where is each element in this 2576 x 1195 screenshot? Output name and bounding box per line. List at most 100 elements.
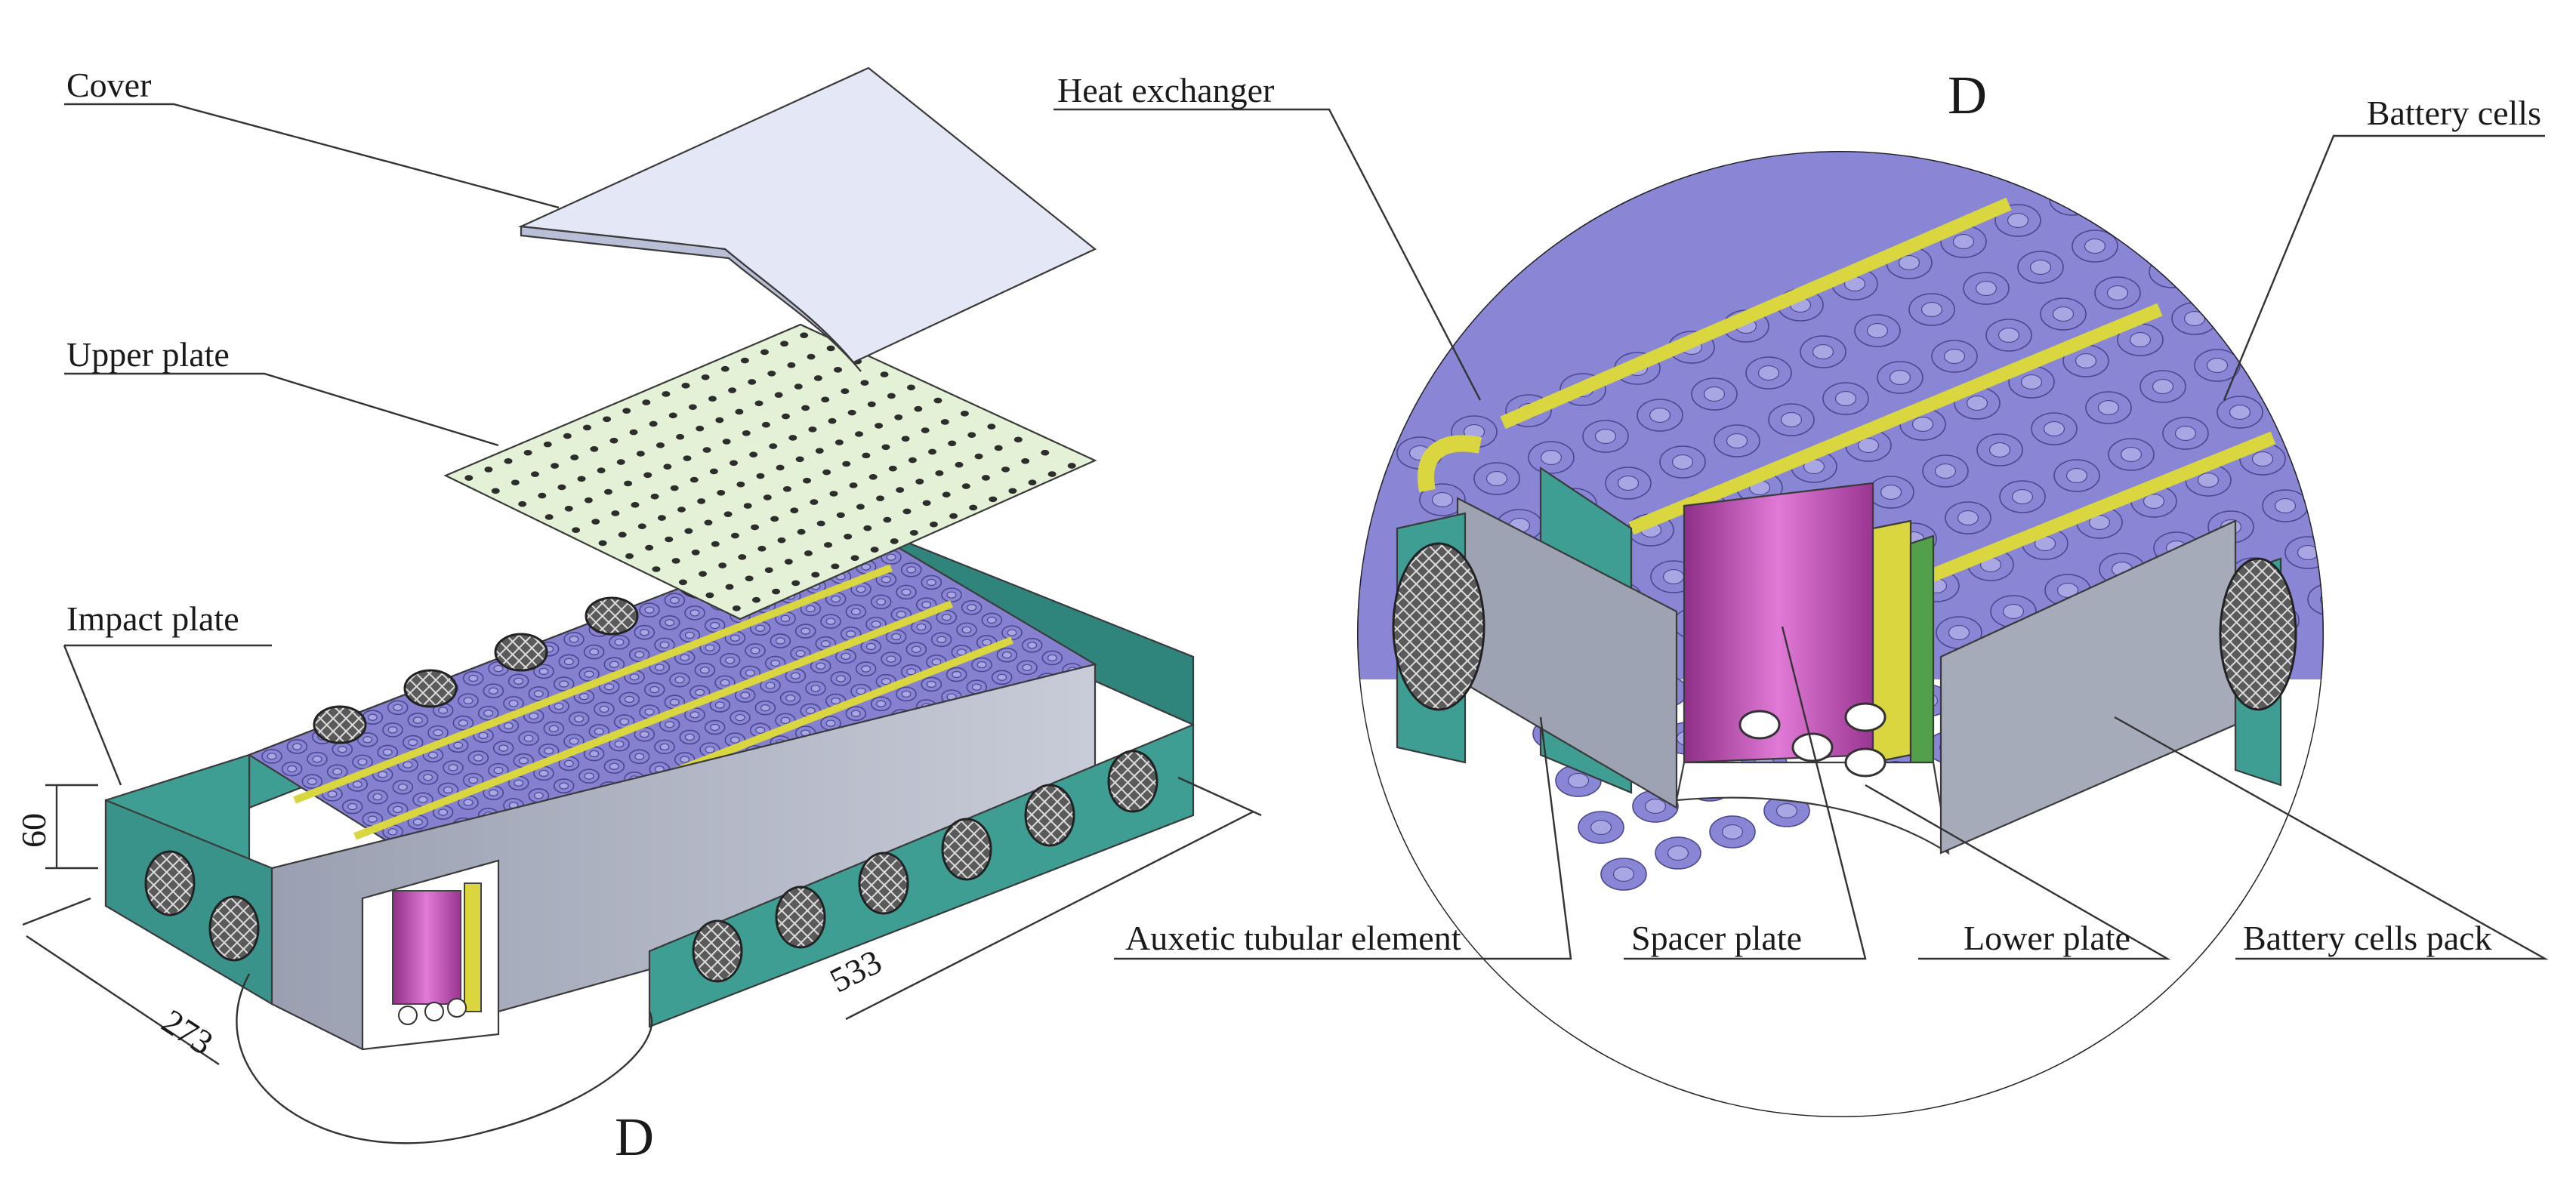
battery-cell-terminal xyxy=(710,723,720,731)
perforation-hole xyxy=(981,475,990,481)
battery-cell-terminal xyxy=(856,585,866,593)
detail-battery-cell-terminal xyxy=(1889,369,1911,386)
battery-cell-terminal xyxy=(594,728,604,735)
perforation-hole xyxy=(705,592,714,599)
detail-battery-cell-terminal xyxy=(2129,331,2152,348)
detail-battery-cell-terminal xyxy=(1898,254,1920,271)
battery-cell-terminal xyxy=(378,771,388,778)
battery-cell-terminal xyxy=(690,609,700,617)
perforation-hole xyxy=(745,575,754,582)
battery-cell-terminal xyxy=(589,648,600,656)
perforation-hole xyxy=(935,470,944,476)
battery-cell-terminal xyxy=(891,633,902,641)
detail-battery-cell xyxy=(2326,354,2371,386)
perforation-hole xyxy=(728,387,737,393)
detail-view xyxy=(1357,151,2439,1117)
perforation-hole xyxy=(776,464,785,471)
perforation-hole xyxy=(876,495,885,501)
battery-cell-terminal xyxy=(634,651,645,658)
battery-cell-terminal xyxy=(438,808,449,816)
battery-cell-terminal xyxy=(871,621,881,628)
perforation-hole xyxy=(868,473,878,480)
detail-battery-cell-terminal xyxy=(2247,174,2269,191)
perforation-hole xyxy=(804,550,813,556)
battery-cell-terminal xyxy=(1027,642,1038,649)
perforation-hole xyxy=(751,524,760,531)
battery-cell-terminal xyxy=(659,743,670,751)
battery-cell-terminal xyxy=(639,629,649,636)
perforation-hole xyxy=(681,383,690,389)
battery-cell-terminal xyxy=(337,746,347,753)
perforation-hole xyxy=(929,521,938,528)
perforation-hole xyxy=(856,504,865,510)
battery-cell-terminal xyxy=(569,738,579,745)
battery-cell-terminal xyxy=(307,778,317,785)
perforation-hole xyxy=(909,530,918,536)
dimension-width: 273 xyxy=(156,1002,221,1062)
detail-right-auxetic-tube xyxy=(2219,557,2297,711)
detail-battery-cell-terminal xyxy=(2174,425,2197,442)
detail-battery-cell-terminal xyxy=(2384,457,2405,471)
battery-cell-terminal xyxy=(971,683,982,691)
perforation-hole xyxy=(890,538,899,544)
perforation-hole xyxy=(618,531,627,538)
detail-battery-cell-terminal xyxy=(1431,491,1454,508)
perforation-hole xyxy=(702,447,711,453)
detail-battery-cell xyxy=(2394,494,2439,526)
perforation-hole xyxy=(784,559,793,565)
battery-cell-terminal xyxy=(941,614,952,621)
battery-cell-terminal xyxy=(956,648,967,656)
battery-cell-terminal xyxy=(861,563,872,571)
perforation-hole xyxy=(921,427,930,433)
perforation-hole xyxy=(1047,471,1057,477)
battery-cell-terminal xyxy=(332,768,343,775)
battery-cell-terminal xyxy=(393,704,403,711)
battery-cell-terminal xyxy=(292,743,302,750)
battery-cell-terminal xyxy=(936,636,947,643)
perforation-hole xyxy=(881,444,890,451)
battery-cell-terminal xyxy=(287,765,298,773)
detail-battery-cell-terminal xyxy=(2138,217,2161,233)
perforation-hole xyxy=(813,375,822,381)
detail-battery-cell-terminal xyxy=(1943,348,1966,365)
battery-cell-terminal xyxy=(352,781,362,788)
battery-cell-terminal xyxy=(730,736,740,744)
battery-cell-terminal xyxy=(780,716,791,725)
perforation-hole xyxy=(769,443,778,449)
battery-cell-terminal xyxy=(468,776,479,784)
perforation-hole xyxy=(663,464,672,470)
battery-cell-terminal xyxy=(750,647,760,654)
battery-cell-terminal xyxy=(393,805,403,813)
battery-cell-terminal xyxy=(695,688,705,696)
perforation-hole xyxy=(955,461,964,468)
battery-cell-terminal xyxy=(881,576,891,584)
battery-cell-terminal xyxy=(850,710,861,717)
battery-cell-terminal xyxy=(961,626,972,634)
perforation-hole xyxy=(690,476,699,483)
battery-cell-terminal xyxy=(921,601,932,608)
battery-cell-terminal xyxy=(916,623,927,631)
detail-battery-cell-terminal xyxy=(1721,824,1744,840)
battery-cell-terminal xyxy=(986,616,997,624)
perforation-hole xyxy=(790,507,799,514)
perforation-hole xyxy=(715,417,724,423)
battery-cell-terminal xyxy=(886,655,896,663)
battery-cell-terminal xyxy=(493,766,504,775)
battery-cell-terminal xyxy=(952,670,962,679)
battery-cell-terminal xyxy=(554,702,564,710)
battery-cell-terminal xyxy=(760,704,770,712)
detail-battery-cell-terminal xyxy=(2315,315,2324,331)
battery-cell-terminal xyxy=(825,719,836,727)
detail-battery-cell-terminal xyxy=(1667,845,1689,861)
detail-battery-cell-terminal xyxy=(2152,378,2174,395)
perforation-hole xyxy=(557,484,566,491)
battery-cell-terminal xyxy=(1001,651,1012,659)
perforation-hole xyxy=(940,419,949,425)
perforation-hole xyxy=(725,584,734,590)
perforation-hole xyxy=(949,513,958,519)
perforation-hole xyxy=(670,485,679,491)
perforation-hole xyxy=(1008,488,1017,494)
battery-cell-terminal xyxy=(518,757,529,765)
battery-cell-terminal xyxy=(982,639,992,646)
battery-cell-terminal xyxy=(665,619,675,627)
